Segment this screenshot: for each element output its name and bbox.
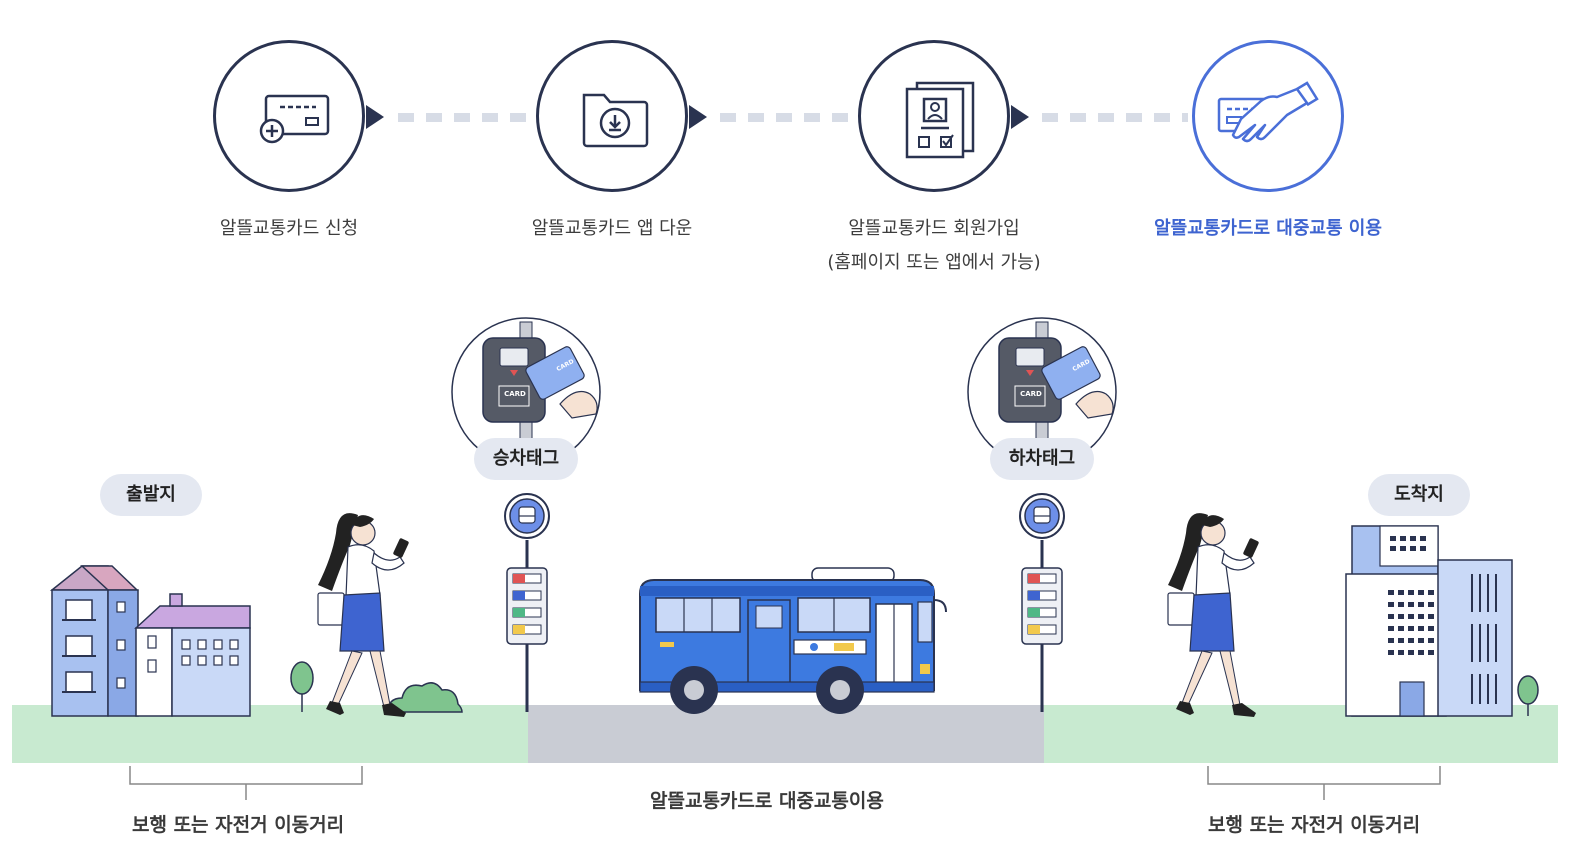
card-reader-board	[451, 317, 601, 467]
folder-download-icon	[582, 93, 649, 148]
step-2-label: 알뜰교통카드 앱 다운	[531, 218, 693, 239]
walk-distance-right: 보행 또는 자전거 이동거리	[1208, 814, 1421, 836]
walk-distance-left: 보행 또는 자전거 이동거리	[132, 814, 345, 836]
step-3-sublabel: (홈페이지 또는 앱에서 가능)	[827, 252, 1041, 273]
destination-buildings	[1345, 525, 1513, 717]
bus-stop-left	[504, 493, 550, 712]
bracket-left	[129, 766, 363, 785]
hand-card-icon	[1217, 81, 1319, 143]
card-text-alight: CARD	[1020, 390, 1042, 398]
bracket-right	[1207, 766, 1441, 785]
connector-2	[720, 113, 854, 122]
card-add-icon	[259, 94, 330, 144]
alight-tag-pill: 하차태그	[990, 438, 1094, 480]
step-2-arrow	[689, 105, 707, 129]
step-4-label: 알뜰교통카드로 대중교통 이용	[1154, 218, 1382, 239]
road	[528, 705, 1044, 763]
walking-woman-right	[1167, 513, 1259, 717]
origin-pill: 출발지	[100, 474, 202, 516]
connector-1	[398, 113, 532, 122]
walking-woman-left	[317, 513, 409, 717]
tree-right	[1517, 675, 1539, 716]
step-1-arrow	[366, 105, 384, 129]
card-reader-alight	[967, 317, 1117, 467]
destination-pill: 도착지	[1368, 474, 1470, 516]
step-1-circle	[213, 40, 365, 192]
bush-left	[387, 682, 463, 713]
origin-buildings	[49, 565, 251, 717]
step-4-circle	[1192, 40, 1344, 192]
bus	[639, 567, 947, 714]
transit-label: 알뜰교통카드로 대중교통이용	[650, 790, 884, 812]
bus-stop-right	[1019, 493, 1065, 712]
member-document-icon	[905, 81, 975, 159]
step-3-label: 알뜰교통카드 회원가입	[848, 218, 1020, 239]
card-text-board: CARD	[504, 390, 526, 398]
board-tag-pill: 승차태그	[474, 438, 578, 480]
step-3-circle	[858, 40, 1010, 192]
step-3-arrow	[1011, 105, 1029, 129]
step-1-label: 알뜰교통카드 신청	[219, 218, 359, 239]
tree-left	[290, 661, 314, 712]
connector-3	[1042, 113, 1188, 122]
step-2-circle	[536, 40, 688, 192]
